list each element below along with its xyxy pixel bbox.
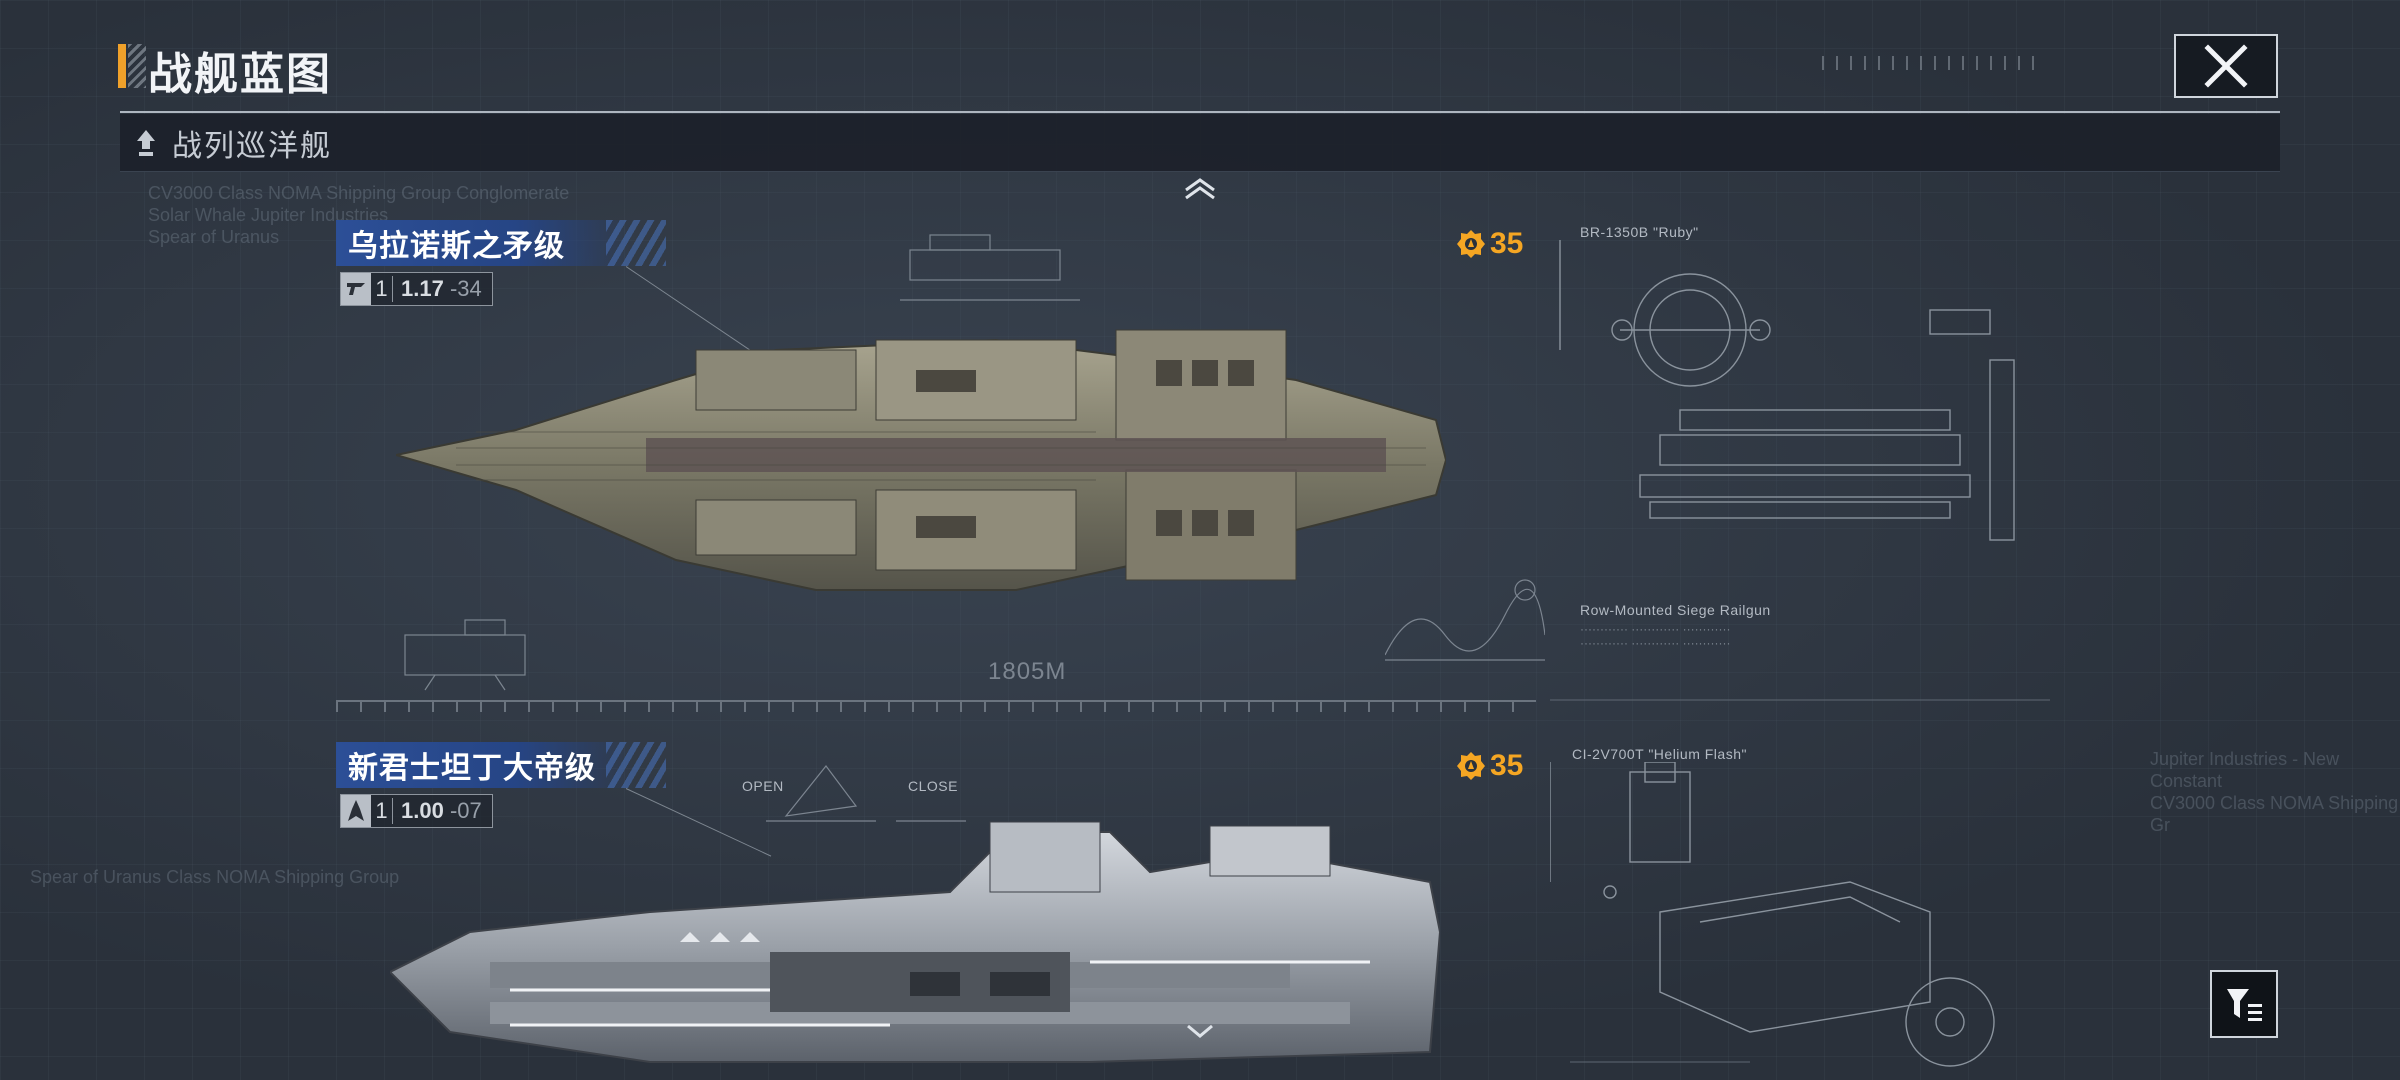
close-button[interactable] [2174, 34, 2278, 98]
page-title: 战舰蓝图 [148, 50, 332, 99]
ship-tier: 1 [371, 276, 393, 302]
ship-version: 1.00 -07 [401, 798, 482, 823]
expand-button[interactable] [1180, 1016, 1220, 1046]
manufacturer-icon [341, 273, 371, 305]
category-bar[interactable]: 战列巡洋舰 [120, 114, 2280, 172]
header-tick-decoration [1822, 56, 2042, 70]
ship-tier: 1 [371, 798, 393, 824]
ship-card[interactable]: 乌拉诺斯之矛级 1 1.17 -34 35 [336, 220, 1536, 700]
blueprint-sketch [766, 765, 966, 822]
gear-coin-icon [1457, 230, 1485, 258]
ship-name-plate: 乌拉诺斯之矛级 [336, 220, 666, 266]
ship-name: 乌拉诺斯之矛级 [348, 230, 565, 263]
diagram-code: CI-2V700T "Helium Flash" [1572, 746, 1747, 762]
scale-label: 1805M [988, 658, 1067, 685]
manufacturer-icon [341, 795, 371, 827]
blueprint-diagram: CI-2V700T "Helium Flash" [1550, 742, 2050, 1072]
ship-cost: 35 [1456, 224, 1536, 264]
ship-stats: 1 1.00 -07 [340, 794, 493, 828]
close-icon [2204, 44, 2248, 88]
title-stripe-decoration [128, 44, 146, 88]
ship-stats: 1 1.17 -34 [340, 272, 493, 306]
background-ghost-text: CV3000 Class NOMA Shipping Group Conglom… [148, 183, 570, 247]
filter-button[interactable] [2210, 970, 2278, 1038]
ship-name: 新君士坦丁大帝级 [348, 752, 596, 785]
blueprint-sketch [404, 619, 526, 691]
ship-cost: 35 [1456, 746, 1536, 786]
scale-bar [336, 700, 1536, 712]
blueprint-sketch [900, 234, 1080, 301]
blueprint-schematic [1550, 240, 2050, 701]
diagram-code: BR-1350B "Ruby" [1580, 224, 1699, 240]
title-accent-bar [118, 44, 126, 88]
close-label: CLOSE [908, 778, 958, 794]
battlecruiser-icon [134, 128, 158, 158]
chevron-down-icon [1187, 1024, 1213, 1038]
weapon-label: Row-Mounted Siege Railgun [1580, 602, 1771, 618]
ship-version: 1.17 -34 [401, 276, 482, 301]
category-label: 战列巡洋舰 [172, 129, 332, 163]
header-divider [120, 111, 2280, 113]
chevron-up-icon [1185, 178, 1215, 200]
ship-image[interactable] [390, 812, 1440, 1072]
collapse-button[interactable] [1180, 174, 1220, 204]
ship-image[interactable] [396, 320, 1446, 620]
blueprint-schematic [1550, 762, 1995, 1067]
ship-card[interactable]: 新君士坦丁大帝级 1 1.00 -07 35 OPEN CLOSE [336, 742, 1536, 1072]
gear-coin-icon [1457, 752, 1485, 780]
weapon-description: ············ ············ ··············… [1580, 622, 1731, 650]
blueprint-diagram: BR-1350B "Ruby" Row-Mounted Siege Railgu… [1550, 220, 2050, 720]
blueprint-sketch [1385, 579, 1545, 661]
ship-name-plate: 新君士坦丁大帝级 [336, 742, 666, 788]
filter-sort-icon [2227, 989, 2262, 1021]
open-label: OPEN [742, 778, 784, 794]
background-ghost-text: Spear of Uranus Class NOMA Shipping Grou… [30, 867, 400, 887]
